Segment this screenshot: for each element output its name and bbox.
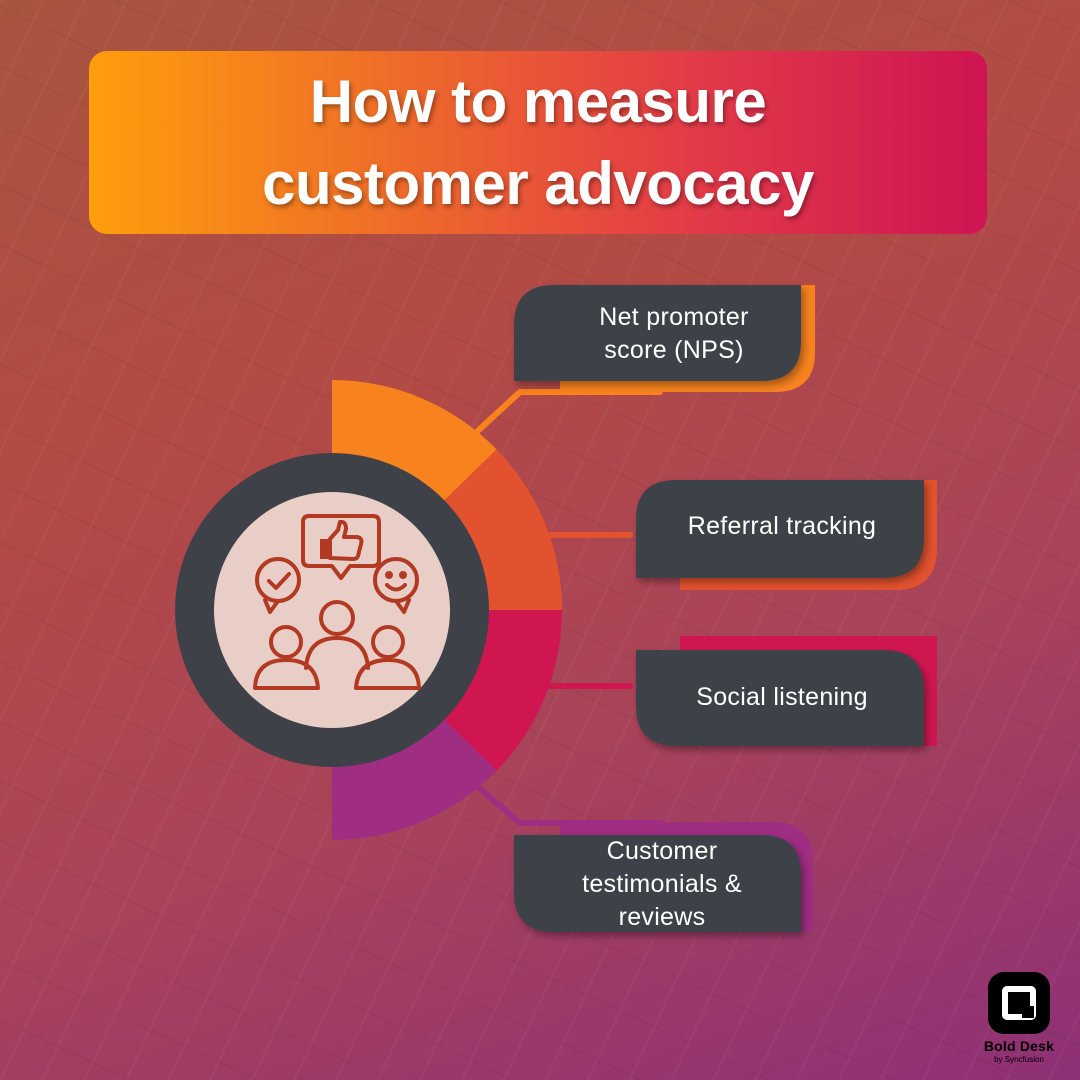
connector-nps [467, 389, 663, 441]
title-banner: How to measure customer advocacy [89, 51, 987, 234]
bolddesk-logo-icon [988, 972, 1050, 1034]
card-referral [636, 480, 924, 578]
people-feedback-icon [253, 514, 421, 690]
label-nps: Net promoter score (NPS) [599, 303, 749, 364]
label-referral: Referral tracking [687, 511, 877, 540]
label-social: Social listening [696, 682, 868, 711]
card-reviews [514, 835, 801, 932]
bolddesk-logo: Bold Desk by Syncfusion [974, 972, 1064, 1064]
title-line-2: customer advocacy [262, 149, 814, 217]
logo-name: Bold Desk [983, 1038, 1055, 1054]
connector-reviews [469, 779, 663, 826]
logo-tagline: by Syncfusion [994, 1055, 1044, 1064]
card-social [636, 650, 924, 746]
hub-inner [214, 492, 450, 728]
label-reviews: Customer testimonials & reviews [582, 836, 742, 931]
card-nps [514, 285, 801, 381]
title-line-1: How to measure [309, 67, 767, 135]
